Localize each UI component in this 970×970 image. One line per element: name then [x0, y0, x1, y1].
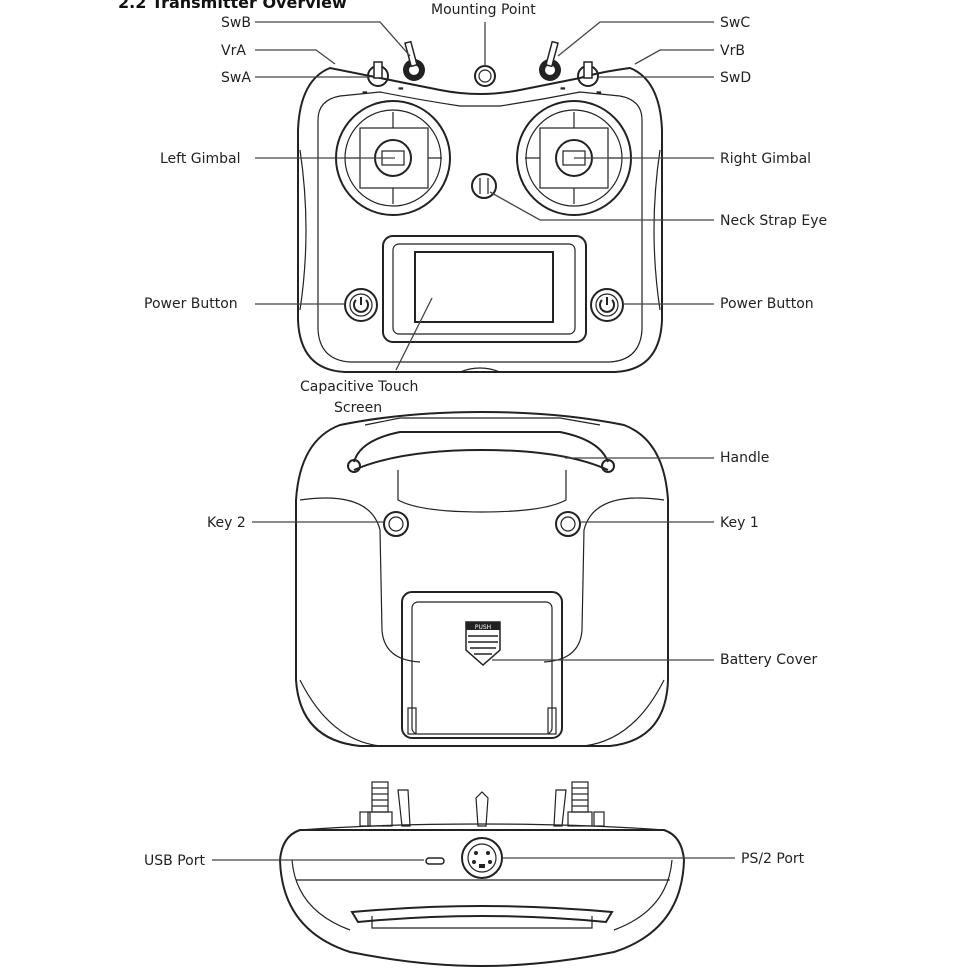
- front-view: ▬ ▬ ▬ ▬: [255, 21, 714, 373]
- handle[interactable]: [347, 417, 615, 473]
- switch-swc[interactable]: [539, 40, 561, 81]
- label-key1: Key 1: [720, 515, 759, 531]
- mounting-point: [474, 65, 496, 87]
- label-swc: SwC: [720, 15, 750, 31]
- label-left-gimbal: Left Gimbal: [160, 151, 241, 167]
- switch-swd[interactable]: [577, 61, 599, 87]
- label-swa: SwA: [221, 70, 251, 86]
- top-switch-left-1: [367, 781, 393, 827]
- power-button-left[interactable]: [344, 288, 378, 322]
- label-handle: Handle: [720, 450, 769, 466]
- label-swb: SwB: [221, 15, 251, 31]
- ps2-port[interactable]: [461, 837, 503, 879]
- switch-swa[interactable]: [367, 61, 389, 87]
- label-vra: VrA: [221, 43, 246, 59]
- svg-text:▬: ▬: [362, 89, 368, 96]
- label-right-gimbal: Right Gimbal: [720, 151, 811, 167]
- label-power-button-right: Power Button: [720, 296, 814, 312]
- left-gimbal[interactable]: [335, 100, 451, 216]
- section-title: 2.2 Transmitter Overview: [118, 0, 347, 12]
- neck-strap-eye: [471, 173, 497, 199]
- touch-screen[interactable]: [382, 235, 587, 343]
- push-label: PUSH: [475, 624, 491, 631]
- back-view: PUSH: [252, 410, 714, 747]
- switch-swb[interactable]: [403, 40, 425, 81]
- label-touch-screen-1: Capacitive Touch: [300, 379, 418, 395]
- svg-text:▬: ▬: [398, 85, 404, 92]
- label-swd: SwD: [720, 70, 751, 86]
- battery-cover[interactable]: PUSH: [401, 591, 563, 739]
- label-neck-strap-eye: Neck Strap Eye: [720, 213, 827, 229]
- bottom-view: [212, 781, 735, 968]
- svg-text:▬: ▬: [596, 89, 602, 96]
- label-battery-cover: Battery Cover: [720, 652, 818, 668]
- label-touch-screen-2: Screen: [334, 400, 382, 416]
- key-1[interactable]: [555, 511, 581, 537]
- power-button-right[interactable]: [590, 288, 624, 322]
- label-mounting-point: Mounting Point: [431, 2, 536, 18]
- label-vrb: VrB: [720, 43, 745, 59]
- label-ps2-port: PS/2 Port: [741, 851, 805, 867]
- usb-port[interactable]: [425, 857, 445, 865]
- label-usb-port: USB Port: [144, 853, 205, 869]
- top-switch-right-1: [567, 781, 593, 827]
- label-power-button-left: Power Button: [144, 296, 238, 312]
- key-2[interactable]: [383, 511, 409, 537]
- label-key2: Key 2: [207, 515, 246, 531]
- svg-text:▬: ▬: [560, 85, 566, 92]
